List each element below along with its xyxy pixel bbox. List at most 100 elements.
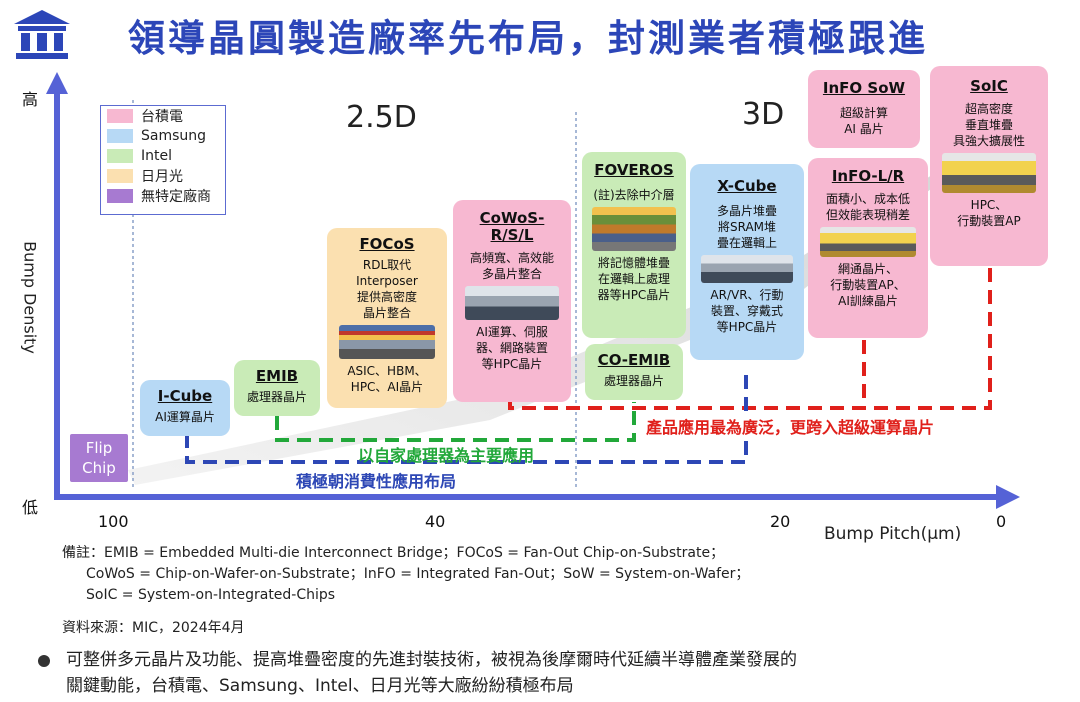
x-axis-label: Bump Pitch(μm) — [824, 524, 962, 544]
focos-desc: Interposer — [356, 274, 418, 288]
info-sow-name: InFO SoW — [822, 79, 906, 97]
box-co-emib: CO-EMIB 處理器晶片 — [585, 344, 683, 400]
soic-app: HPC、 — [970, 198, 1008, 212]
cowos-name: R/S/L — [490, 226, 534, 244]
y-axis-low-label: 低 — [22, 498, 39, 517]
cowos-desc: 多晶片整合 — [481, 267, 542, 281]
y-axis-arrow-icon — [46, 72, 68, 94]
red-annotation: 產品應用最為廣泛，更跨入超級運算晶片 — [644, 414, 937, 438]
focos-package-image — [339, 325, 435, 359]
foveros-app: 在邏輯上處理 — [597, 272, 670, 286]
info-lr-name: InFO-L/R — [831, 167, 905, 185]
green-annotation: 以自家處理器為主要應用 — [358, 446, 535, 465]
legend-label: Samsung — [141, 128, 207, 144]
foveros-package-image — [592, 207, 676, 251]
soic-name: SoIC — [970, 77, 1008, 95]
box-info-sow: InFO SoW 超級計算 AI 晶片 — [808, 70, 920, 148]
focos-name: FOCoS — [359, 235, 415, 253]
cowos-desc: 高頻寬、高效能 — [469, 251, 554, 265]
cowos-app: 等HPC晶片 — [481, 357, 543, 371]
blue-annotation: 積極朝消費性應用布局 — [296, 472, 457, 491]
legend-swatch-tsmc — [107, 109, 133, 123]
legend-label: 無特定廠商 — [141, 189, 211, 205]
legend-swatch-generic — [107, 189, 133, 203]
legend-swatch-samsung — [107, 129, 133, 143]
foveros-app: 器等HPC晶片 — [597, 288, 671, 302]
box-foveros: FOVEROS (註)去除中介層 將記憶體堆疊 在邏輯上處理 器等HPC晶片 — [582, 152, 686, 338]
flip-chip-label: Flip Chip — [82, 439, 116, 477]
x-tick-40: 40 — [425, 512, 446, 531]
y-axis-label: Bump Density — [20, 241, 40, 354]
legend-label: 台積電 — [141, 109, 183, 125]
soic-desc: 具強大擴展性 — [952, 134, 1025, 148]
cowos-app: 器、網路裝置 — [475, 341, 548, 355]
x-axis-arrow-icon — [996, 485, 1020, 509]
info-sow-desc: 超級計算 — [839, 106, 888, 120]
institution-logo-icon — [14, 10, 70, 59]
legend-swatch-ase — [107, 169, 133, 183]
cowos-name: CoWoS- — [479, 209, 545, 227]
y-axis-high-label: 高 — [22, 90, 39, 109]
info-lr-package-image — [820, 227, 916, 257]
box-focos: FOCoS RDL取代 Interposer 提供高密度 晶片整合 ASIC、H… — [327, 228, 447, 408]
x-cube-desc: 將SRAM堆 — [717, 220, 777, 234]
box-info-lr: InFO-L/R 面積小、成本低 但效能表現稍差 網通晶片、 行動裝置AP、 A… — [808, 158, 928, 338]
section-3d: 3D — [742, 97, 785, 132]
x-cube-desc: 疊在邏輯上 — [716, 236, 777, 250]
x-cube-package-image — [701, 255, 793, 283]
x-cube-app: 等HPC晶片 — [716, 320, 778, 334]
box-emib: EMIB 處理器晶片 — [234, 360, 320, 416]
blue-dashed-line — [185, 372, 748, 464]
x-cube-app: 裝置、穿戴式 — [710, 304, 783, 318]
bullet-line-1: 可整併多元晶片及功能、提高堆疊密度的先進封裝技術，被視為後摩爾時代延續半導體產業… — [66, 650, 797, 670]
red-dashed-line-soic — [864, 268, 992, 410]
x-cube-desc: 多晶片堆疊 — [716, 204, 777, 218]
soic-desc: 超高密度 — [964, 102, 1013, 116]
section-2-5d: 2.5D — [346, 100, 417, 135]
foveros-name: FOVEROS — [594, 161, 674, 179]
legend: 台積電 Samsung Intel 日月光 無特定廠商 — [100, 105, 226, 215]
legend-label: Intel — [141, 148, 172, 164]
box-flip-chip: Flip Chip — [70, 434, 128, 482]
foveros-app: 將記憶體堆疊 — [597, 256, 670, 270]
legend-item: Intel — [101, 146, 225, 166]
note-line-1: 備註：EMIB = Embedded Multi-die Interconnec… — [62, 545, 725, 561]
cowos-package-image — [464, 286, 560, 320]
info-lr-app: AI訓練晶片 — [838, 294, 898, 308]
info-lr-app: 行動裝置AP、 — [830, 278, 906, 292]
box-soic: SoIC 超高密度 垂直堆疊 具強大擴展性 HPC、 行動裝置AP — [930, 66, 1048, 266]
box-i-cube: I-Cube AI運算晶片 — [140, 380, 230, 436]
legend-item: 無特定廠商 — [101, 186, 225, 206]
x-tick-0: 0 — [996, 512, 1007, 531]
x-tick-100: 100 — [98, 512, 129, 531]
info-lr-desc: 面積小、成本低 — [825, 192, 910, 206]
foveros-desc: (註)去除中介層 — [593, 188, 675, 202]
focos-app: HPC、AI晶片 — [350, 380, 424, 394]
source-note: 資料來源：MIC，2024年4月 — [62, 620, 245, 636]
bullet-line-2: 關鍵動能，台積電、Samsung、Intel、日月光等大廠紛紛積極布局 — [66, 676, 574, 696]
info-lr-app: 網通晶片、 — [837, 262, 898, 276]
info-lr-desc: 但效能表現稍差 — [825, 208, 910, 222]
red-dashed-line — [508, 340, 866, 410]
i-cube-name: I-Cube — [157, 387, 213, 405]
i-cube-desc: AI運算晶片 — [155, 410, 215, 424]
note-line-2: CoWoS = Chip-on-Wafer-on-Substrate；InFO … — [86, 566, 750, 582]
co-emib-name: CO-EMIB — [597, 351, 671, 369]
bullet-dot-icon — [38, 655, 50, 667]
info-sow-desc: AI 晶片 — [844, 122, 884, 136]
focos-app: ASIC、HBM、 — [347, 364, 427, 378]
soic-app: 行動裝置AP — [957, 214, 1021, 228]
page-title: 領導晶圓製造廠率先布局，封測業者積極跟進 — [128, 17, 928, 60]
box-cowos: CoWoS- R/S/L 高頻寬、高效能 多晶片整合 AI運算、伺服 器、網路裝… — [453, 200, 571, 402]
soic-package-image — [941, 153, 1037, 193]
focos-desc: RDL取代 — [362, 258, 412, 272]
legend-swatch-intel — [107, 149, 133, 163]
emib-name: EMIB — [255, 367, 299, 385]
legend-item: 台積電 — [101, 106, 225, 126]
co-emib-desc: 處理器晶片 — [603, 374, 664, 388]
legend-item: Samsung — [101, 126, 225, 146]
box-x-cube: X-Cube 多晶片堆疊 將SRAM堆 疊在邏輯上 AR/VR、行動 裝置、穿戴… — [690, 164, 804, 360]
x-cube-name: X-Cube — [717, 177, 777, 195]
green-dashed-line — [275, 402, 636, 442]
